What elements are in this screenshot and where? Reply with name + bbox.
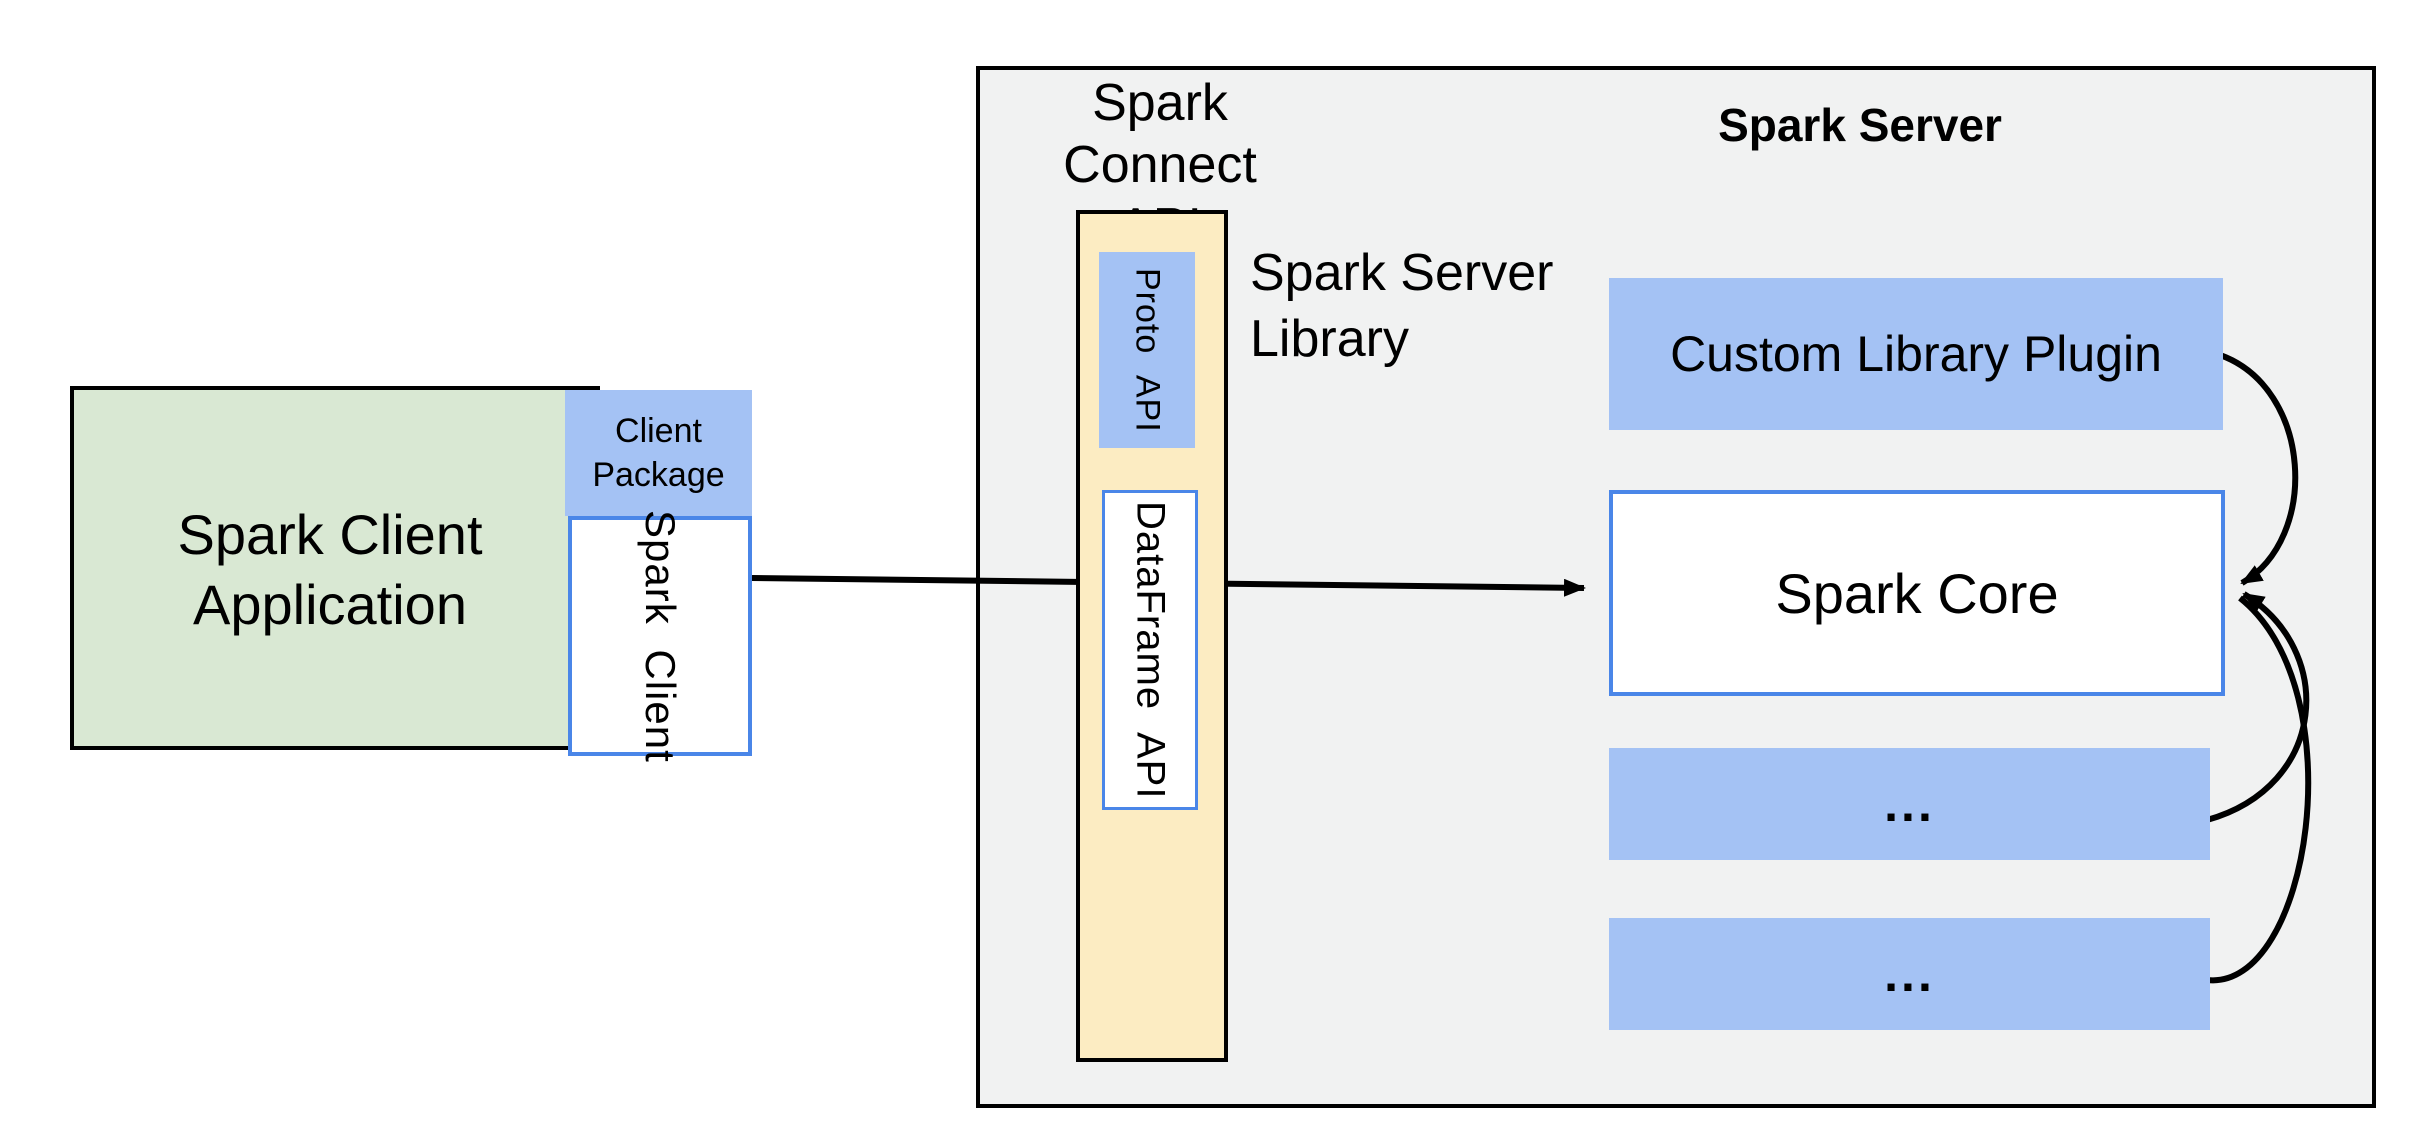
ellipsis-box-2-label: ... [1884,946,1935,1002]
client-package-label: Client Package [592,412,725,494]
client-package-box: Client Package [565,390,752,516]
dataframe-api-label: DataFrame API [1128,500,1173,800]
custom-library-plugin-label: Custom Library Plugin [1670,326,2162,382]
ellipsis-box-2: ... [1609,918,2210,1030]
spark-client-label: Spark Client [637,509,684,763]
spark-connect-api-label-line1: Spark Connect [1063,74,1257,194]
spark-core-box: Spark Core [1609,490,2225,696]
spark-server-library-label: Spark Server Library [1250,240,1670,372]
spark-server-library-label-line1: Spark Server [1250,244,1554,302]
dataframe-api-box: DataFrame API [1102,490,1198,810]
spark-client-application-box [70,386,600,750]
proto-api-box: Proto API [1099,252,1195,448]
proto-api-label: Proto API [1128,267,1167,433]
spark-client-application-label-line2: Application [193,573,467,636]
spark-client-application-label-line1: Spark Client [177,503,483,566]
spark-core-label: Spark Core [1775,561,2059,625]
spark-client-box: Spark Client [568,510,752,762]
spark-client-application-label: Spark Client Application [80,500,580,640]
spark-server-title: Spark Server [1718,99,2002,151]
custom-library-plugin-box: Custom Library Plugin [1609,278,2223,430]
ellipsis-box-1: ... [1609,748,2210,860]
ellipsis-box-1-label: ... [1884,776,1935,832]
spark-server-library-label-line2: Library [1250,310,1409,368]
